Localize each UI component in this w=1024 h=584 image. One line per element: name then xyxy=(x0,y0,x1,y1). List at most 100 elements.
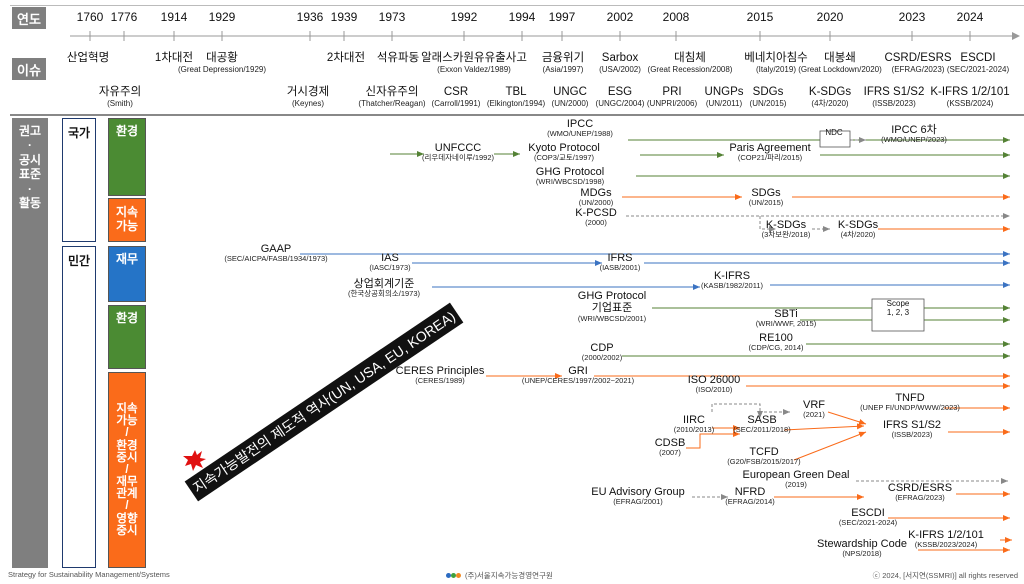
diagram-label-title: CDP xyxy=(590,342,614,354)
diagram-label-item: TCFD(G20/FSB/2015/2017) xyxy=(727,446,800,467)
diagram-label-title: IPCC xyxy=(566,118,594,130)
diagram-label-title: IIRC xyxy=(682,414,705,426)
issue-item: K-IFRS 1/2/101(KSSB/2024) xyxy=(930,86,1009,108)
diagram-label-source: (EFRAG/2014) xyxy=(725,497,775,507)
diagram-label-source: (IASC/1973) xyxy=(369,263,411,273)
issue-title: UNGPs xyxy=(704,86,744,98)
diagram-label-title: SBTi xyxy=(774,308,798,320)
diagram-label-item: SDGs(UN/2015) xyxy=(749,187,784,208)
issue-item: PRI(UNPRI/2006) xyxy=(647,86,697,108)
year-1760: 1760 xyxy=(76,10,104,24)
diagram-label-source: (2000) xyxy=(585,218,607,228)
footer-right: ⓒ 2024, [서지연(SSMRI)] all rights reserved xyxy=(872,571,1018,580)
diagram-label-title: UNFCCC xyxy=(434,142,482,154)
diagram-label-item: SBTi(WRI/WWF, 2015) xyxy=(756,308,816,329)
issue-source: (SEC/2021-2024) xyxy=(946,65,1010,75)
issue-label: 이슈 xyxy=(12,58,46,80)
diagram-label-title: K-IFRS 1/2/101 xyxy=(908,529,984,541)
diagram-label-source: (ISO/2010) xyxy=(695,385,733,395)
national-label: 국가 xyxy=(67,126,91,140)
diagram-label-source: (WMO/UNEP/1988) xyxy=(547,129,613,139)
issue-title: ESCDI xyxy=(960,52,996,64)
diagram-label-item: K-PCSD(2000) xyxy=(575,207,617,228)
diagram-label-item: NDC xyxy=(825,128,843,138)
issue-item: ESCDI(SEC/2021-2024) xyxy=(947,52,1009,74)
diagram-label-source: (SEC/AICPA/FASB/1934/1973) xyxy=(224,254,328,264)
diagram-label-title: K-SDGs xyxy=(837,219,879,231)
diagram-label-source: (UN/2000) xyxy=(578,198,614,208)
issue-item: Sarbox(USA/2002) xyxy=(599,52,641,74)
year-2020: 2020 xyxy=(816,10,844,24)
diagram-label-source: (UN/2015) xyxy=(748,198,784,208)
diagram-label-item: European Green Deal(2019) xyxy=(742,469,849,490)
diagram-label-item: IPCC(WMO/UNEP/1988) xyxy=(547,118,613,139)
diagram-label-item: NFRD(EFRAG/2014) xyxy=(725,486,775,507)
diagram-label-title: GHG Protocol xyxy=(535,166,605,178)
diagram-label-title: 상업회계기준 xyxy=(353,278,415,290)
year-2015: 2015 xyxy=(746,10,774,24)
diagram-label-source: (2010/2013) xyxy=(673,425,715,435)
diagram-label-source: (UNEP/CERES/1997/2002~2021) xyxy=(521,376,635,386)
diagram-label-source: (2007) xyxy=(659,448,681,458)
diagram-label-source: (NPS/2018) xyxy=(842,549,882,559)
diagram-label-item: GHG Protocol(WRI/WBCSD/1998) xyxy=(536,166,604,187)
issue-item: 알래스카원유유출사고(Exxon Valdez/1989) xyxy=(421,52,527,74)
diagram-label-item: 상업회계기준(한국상공회의소/1973) xyxy=(348,278,420,299)
diagram-label-item: IAS(IASC/1973) xyxy=(369,252,410,273)
header-bottom-border xyxy=(10,114,1024,116)
issue-source: (UNPRI/2006) xyxy=(646,99,698,109)
diagram-label-item: ESCDI(SEC/2021-2024) xyxy=(839,507,897,528)
issue-item: ESG(UNGC/2004) xyxy=(596,86,645,108)
year-2008: 2008 xyxy=(662,10,690,24)
diagram-label-source: (G20/FSB/2015/2017) xyxy=(727,457,801,467)
diagram-label-item: EU Advisory Group(EFRAG/2001) xyxy=(591,486,685,507)
diagram-label-title: IAS xyxy=(381,252,399,264)
issue-title: 2차대전 xyxy=(326,52,366,64)
issue-source: (Carroll/1991) xyxy=(431,99,481,109)
issue-title: CSRD/ESRS xyxy=(884,52,952,64)
issue-source: (Exxon Valdez/1989) xyxy=(437,65,511,75)
diagram-label-source: (EFRAG/2001) xyxy=(613,497,663,507)
diagram-label-item: SASB(SEC/2011/2018) xyxy=(733,414,790,435)
national-section: 국가 xyxy=(62,118,96,242)
diagram-label-title: NDC xyxy=(825,128,843,137)
diagram-label-title: GAAP xyxy=(260,243,292,255)
diagram-label-item: CDSB(2007) xyxy=(655,437,686,458)
year-1936: 1936 xyxy=(296,10,324,24)
diagram-label-source: (KASB/1982/2011) xyxy=(701,281,763,291)
issue-item: 금융위기(Asia/1997) xyxy=(542,52,584,74)
main-category-label: 권고 · 공시 표준 · 활동 xyxy=(12,118,48,568)
issue-item: 거시경제(Keynes) xyxy=(287,86,329,108)
issue-source: (ISSB/2023) xyxy=(872,99,916,109)
diagram-label-item: IFRS(IASB/2001) xyxy=(600,252,641,273)
diagram-label-item: UNFCCC(리우데자네이루/1992) xyxy=(422,142,494,163)
issue-title: 자유주의 xyxy=(98,86,142,98)
issue-title: UNGC xyxy=(553,86,587,98)
diagram-label-title: RE100 xyxy=(759,332,793,344)
issue-title: 산업혁명 xyxy=(66,52,110,64)
issue-item: 대침체(Great Recession/2008) xyxy=(648,52,733,74)
category-environment-private: 환경 xyxy=(108,305,146,369)
diagram-label-item: CDP(2000/2002) xyxy=(582,342,622,363)
diagram-label-title: MDGs xyxy=(580,187,612,199)
issue-item: 대봉쇄(Great Lockdown/2020) xyxy=(798,52,882,74)
diagram-label-item: K-IFRS 1/2/101(KSSB/2023/2024) xyxy=(908,529,984,550)
diagram-label-item: K-IFRS(KASB/1982/2011) xyxy=(701,270,763,291)
diagram-label-source: (2019) xyxy=(785,480,807,490)
issue-source: (EFRAG/2023) xyxy=(891,65,945,75)
diagram-label-item: IPCC 6차(WMO/UNEP/2023) xyxy=(881,124,947,145)
issue-item: 베네치아침수(Italy/2019) xyxy=(744,52,807,74)
issue-source: (Asia/1997) xyxy=(542,65,584,75)
issue-title: Sarbox xyxy=(601,52,639,64)
issue-item: CSRD/ESRS(EFRAG/2023) xyxy=(884,52,951,74)
issue-source: (UN/2015) xyxy=(749,99,787,109)
issue-source: (Smith) xyxy=(107,99,133,109)
diagram-label-item: TNFD(UNEP FI/UNDP/WWW/2023) xyxy=(860,392,960,413)
diagram-label-source: (4차/2020) xyxy=(840,230,876,240)
diagram-label-item: Scope 1, 2, 3 xyxy=(887,299,910,318)
diagram-label-source: (WRI/WWF, 2015) xyxy=(755,319,817,329)
issue-title: 석유파동 xyxy=(376,52,420,64)
diagram-label-title: K-SDGs xyxy=(765,219,807,231)
issue-source: (KSSB/2024) xyxy=(946,99,994,109)
company-name: (주)서울지속가능경영연구원 xyxy=(465,571,553,580)
